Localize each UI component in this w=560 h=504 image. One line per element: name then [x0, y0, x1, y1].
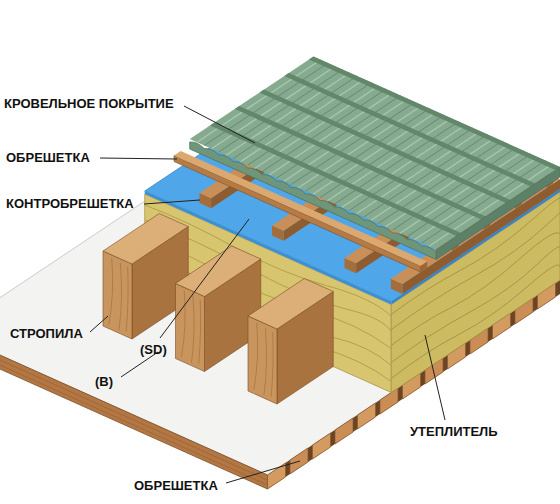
rafter-top [103, 214, 188, 265]
part-label: ОБРЕШЕТКА [134, 478, 218, 494]
part-label: УТЕПЛИТЕЛЬ [410, 424, 498, 440]
leader-line [226, 461, 300, 483]
batten [421, 262, 428, 273]
leader-line [100, 158, 177, 159]
batten-end [268, 463, 286, 489]
part-label: (SD) [140, 342, 167, 358]
leader-line [90, 316, 108, 332]
tile-edge [190, 140, 437, 260]
tile-sheet [190, 57, 560, 250]
tile-side [436, 167, 560, 260]
part-label: КОНТРОБРЕШЕТКА [6, 196, 134, 212]
wood-grain [0, 337, 268, 485]
tile-step [235, 106, 486, 220]
tile-step [260, 90, 511, 204]
leader-line [160, 219, 249, 338]
wood-grain [181, 289, 200, 367]
tile-step [309, 57, 560, 171]
part-label: ОБРЕШЕТКА [6, 150, 90, 166]
batten-end [335, 418, 353, 444]
rafter-front [248, 316, 277, 404]
rafter-front [103, 251, 132, 339]
leader-line [144, 200, 200, 204]
rafter [248, 279, 333, 405]
tile-step [284, 73, 535, 187]
rafter-front [176, 284, 205, 372]
wood-grain [109, 257, 128, 335]
tile-front [190, 140, 437, 260]
rafter-top [176, 246, 261, 297]
leader-line [425, 335, 445, 420]
part-label: (B) [95, 374, 113, 390]
rafter-top [248, 279, 333, 330]
tile-top [190, 57, 560, 250]
wood-grain [254, 322, 273, 400]
leader-lines [90, 106, 445, 483]
tile-edge [436, 167, 560, 260]
part-label: СТРОПИЛА [10, 326, 83, 342]
leader-line [184, 106, 255, 143]
part-label: КРОВЕЛЬНОЕ ПОКРЫТИЕ [4, 96, 174, 112]
batten-end [358, 403, 376, 429]
batten-end [313, 433, 331, 459]
